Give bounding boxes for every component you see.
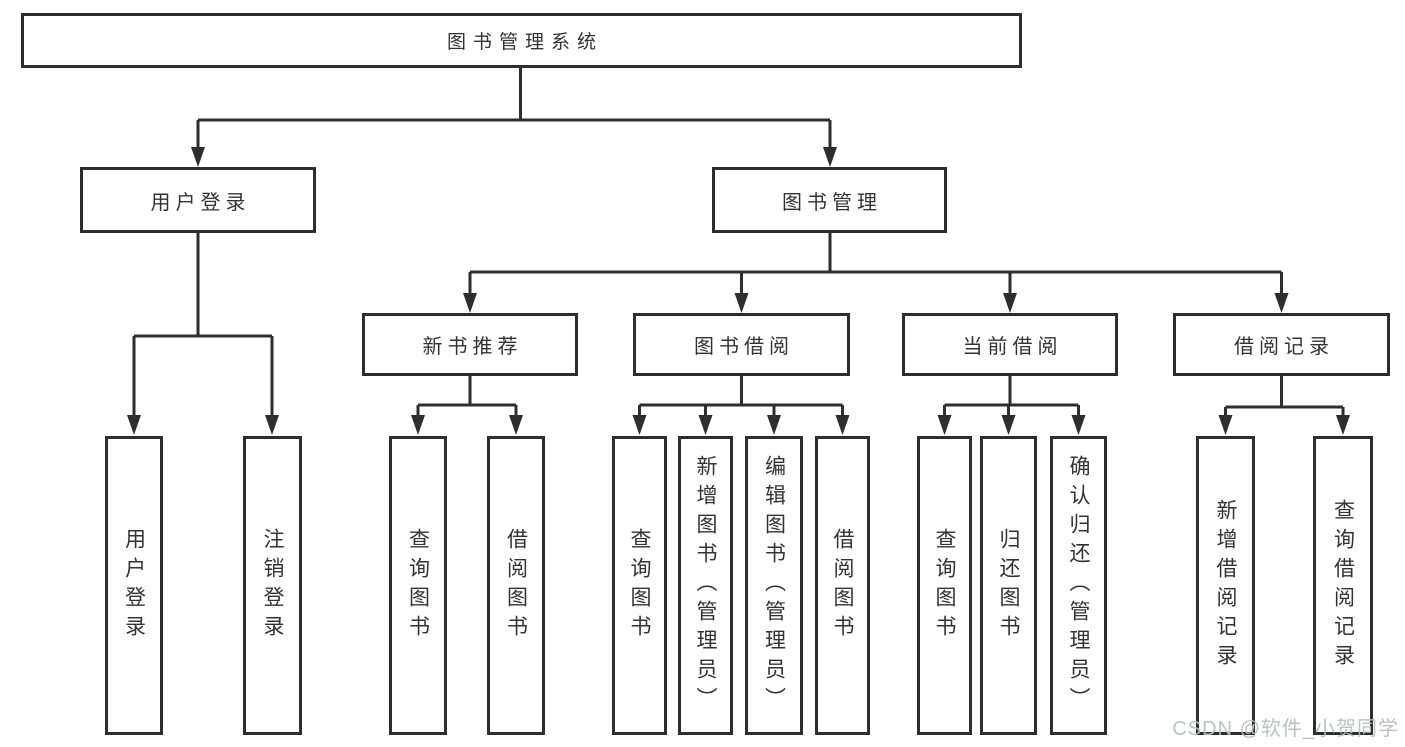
node-label: 图书管理系统 xyxy=(446,32,603,53)
node-new-book-recommend: 新书推荐 xyxy=(362,313,578,376)
node-user-login: 用户登录 xyxy=(80,167,316,233)
node-label: 新书推荐 xyxy=(422,336,523,358)
node-label: 用户登录 xyxy=(150,191,251,214)
arrowheads xyxy=(127,147,1350,435)
node-label: 新增借阅记录 xyxy=(1214,498,1237,673)
node-current-borrow: 当前借阅 xyxy=(902,313,1118,376)
node-label: 借阅图书 xyxy=(504,527,528,644)
connector-bookmgmt-to-level3 xyxy=(468,233,1283,296)
connector-currentborrow-to-leaves xyxy=(943,376,1080,419)
node-label: 用户登录 xyxy=(122,527,146,644)
node-book-management: 图书管理 xyxy=(712,167,947,233)
leaf-user-login: 用户登录 xyxy=(105,436,163,735)
node-system-root: 图书管理系统 xyxy=(21,13,1022,68)
node-label: 归还图书 xyxy=(997,527,1020,644)
node-label: 查询图书 xyxy=(628,527,651,644)
connector-userlogin-to-leaves xyxy=(132,233,274,419)
node-label: 查询借阅记录 xyxy=(1331,498,1355,673)
connector-root-to-level2 xyxy=(196,68,832,150)
node-label: 编辑图书（管理员） xyxy=(762,455,786,716)
leaf-borrow-books: 借阅图书 xyxy=(815,436,870,735)
leaf-query-borrow-record: 查询借阅记录 xyxy=(1313,436,1373,735)
leaf-edit-books-admin: 编辑图书（管理员） xyxy=(745,436,803,735)
node-label: 借阅记录 xyxy=(1234,336,1334,358)
leaf-add-books-admin: 新增图书（管理员） xyxy=(678,436,733,735)
node-label: 当前借阅 xyxy=(962,336,1063,358)
watermark: CSDN @软件_小贺同学 xyxy=(1172,718,1399,740)
node-label: 确认归还（管理员） xyxy=(1067,455,1090,716)
leaf-add-borrow-record: 新增借阅记录 xyxy=(1196,436,1255,735)
connector-newbooks-to-leaves xyxy=(416,376,518,419)
leaf-query-books-borrow: 查询图书 xyxy=(612,436,667,735)
node-label: 图书管理 xyxy=(782,191,882,214)
leaf-borrow-books-recommend: 借阅图书 xyxy=(487,436,545,735)
node-label: 查询图书 xyxy=(406,527,430,644)
connector-borrowrecords-to-leaves xyxy=(1224,376,1345,419)
leaf-query-books-current: 查询图书 xyxy=(917,436,972,735)
node-label: 图书借阅 xyxy=(694,336,794,358)
leaf-confirm-return-admin: 确认归还（管理员） xyxy=(1050,436,1107,735)
node-label: 查询图书 xyxy=(933,527,956,644)
node-book-borrow: 图书借阅 xyxy=(633,313,850,376)
node-label: 借阅图书 xyxy=(831,527,854,644)
node-label: 注销登录 xyxy=(261,527,284,644)
node-label: 新增图书（管理员） xyxy=(694,455,717,716)
leaf-return-books: 归还图书 xyxy=(980,436,1037,735)
leaf-logout: 注销登录 xyxy=(243,436,302,735)
leaf-query-books-recommend: 查询图书 xyxy=(389,436,447,735)
connector-bookborrow-to-leaves xyxy=(638,376,844,419)
node-borrow-records: 借阅记录 xyxy=(1173,313,1390,376)
